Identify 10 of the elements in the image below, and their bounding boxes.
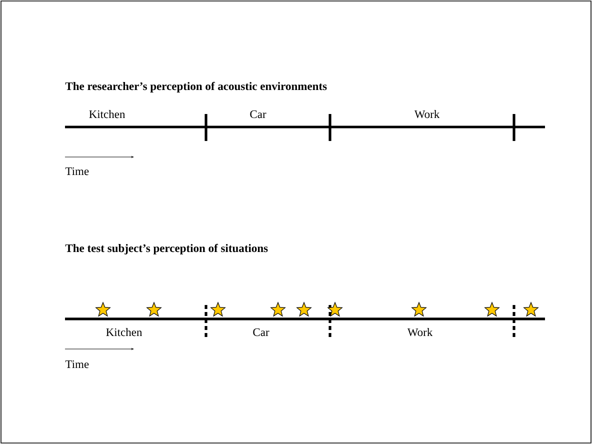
section-heading: The researcher’s perception of acoustic environments (65, 82, 327, 92)
section-heading: The test subject’s perception of situations (65, 244, 268, 254)
timeline-label: Time (65, 360, 89, 368)
timeline-label: Time (65, 167, 89, 176)
timeline-label: Work (407, 328, 433, 336)
timeline-label: Kitchen (106, 328, 142, 336)
timeline-label: Car (253, 328, 270, 336)
timeline-label: Work (414, 110, 440, 118)
timeline-label: Car (250, 110, 266, 118)
timeline-label: Kitchen (89, 110, 126, 118)
